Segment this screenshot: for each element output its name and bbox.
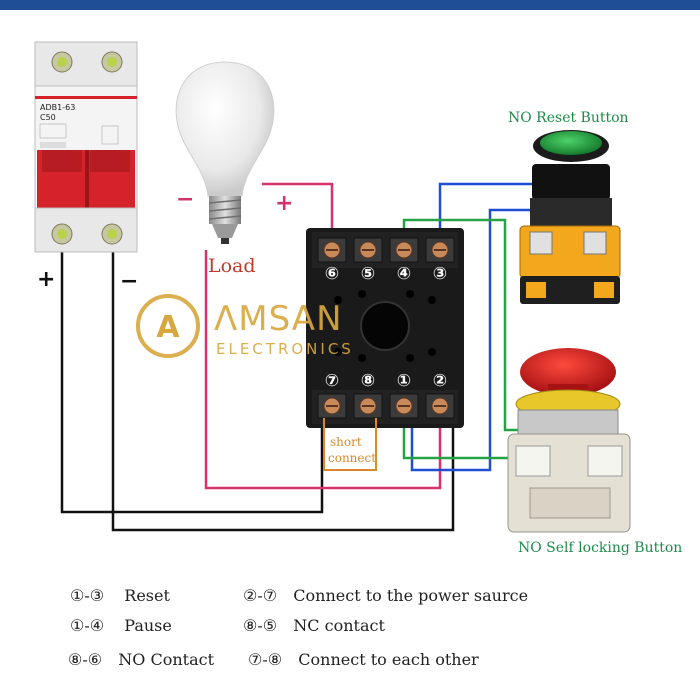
legend-text: NC contact — [293, 616, 385, 635]
light-bulb-icon — [175, 61, 275, 244]
breaker-minus-sign: − — [120, 269, 138, 294]
bottom-screw-terminals — [317, 393, 455, 419]
top-bar — [0, 0, 700, 10]
breaker-plus-sign: + — [37, 267, 55, 292]
terminal-label-6: ⑥ — [325, 264, 339, 284]
watermark-name: ΛMSAN — [214, 299, 343, 339]
amsan-watermark: A ΛMSAN ELECTRONICS — [136, 294, 354, 358]
legend-pair: ⑧-⑤ — [243, 616, 278, 635]
load-label: Load — [208, 255, 256, 277]
green-wire-1 — [402, 418, 520, 460]
terminal-label-4: ④ — [397, 264, 411, 284]
pink-wire-load-plus — [262, 182, 334, 232]
load-minus-sign: − — [176, 187, 194, 212]
green-push-button-icon — [519, 130, 621, 304]
legend-text: Reset — [124, 586, 170, 605]
legend-item-reset: ①-③ Reset — [70, 586, 170, 605]
amsan-logo-icon — [136, 294, 200, 358]
legend-item-connect-each-other: ⑦-⑧ Connect to each other — [248, 650, 479, 669]
terminal-label-2: ② — [433, 371, 447, 391]
legend-item-no-contact: ⑧-⑥ NO Contact — [68, 650, 214, 669]
red-mushroom-button-icon — [507, 348, 631, 533]
legend-pair: ①-③ — [70, 586, 105, 605]
green-wire-4 — [402, 218, 520, 432]
terminal-legend: ①-③ Reset ②-⑦ Connect to the power saurc… — [0, 580, 700, 700]
legend-pair: ①-④ — [70, 616, 105, 635]
legend-item-pause: ①-④ Pause — [70, 616, 172, 635]
legend-item-nc-contact: ⑧-⑤ NC contact — [243, 616, 385, 635]
terminal-label-3: ③ — [433, 264, 447, 284]
legend-pair: ⑦-⑧ — [248, 650, 283, 669]
pink-wire-load-minus — [204, 250, 442, 490]
breaker-model: ADB1-63 — [40, 103, 75, 112]
no-reset-button-label: NO Reset Button — [508, 110, 629, 126]
terminal-label-7: ⑦ — [325, 371, 339, 391]
load-plus-sign: + — [275, 191, 293, 216]
terminal-label-1: ① — [397, 371, 411, 391]
terminal-label-8: ⑧ — [361, 371, 375, 391]
watermark-mark: A — [156, 310, 180, 345]
watermark-sub: ELECTRONICS — [216, 340, 354, 358]
legend-item-power-source: ②-⑦ Connect to the power saurce — [243, 586, 528, 605]
legend-text: NO Contact — [118, 650, 215, 669]
terminal-label-5: ⑤ — [361, 264, 375, 284]
wiring-diagram: ADB1-63 C50 + − − + Load — [34, 41, 682, 556]
relay-socket-base: ⑥ ⑤ ④ ③ ⑦ ⑧ ① ② — [306, 228, 464, 428]
legend-pair: ②-⑦ — [243, 586, 278, 605]
black-wire-minus — [111, 250, 455, 532]
blue-wire-1 — [410, 208, 530, 472]
legend-text: Connect to the power saurce — [293, 586, 529, 605]
short-connect-label-line2: connect — [328, 451, 376, 465]
circuit-breaker: ADB1-63 C50 — [34, 41, 138, 253]
legend-text: Connect to each other — [298, 650, 479, 669]
legend-pair: ⑧-⑥ — [68, 650, 103, 669]
top-screw-terminals — [317, 237, 455, 263]
black-wire-plus — [60, 250, 324, 514]
blue-wire-3 — [438, 182, 535, 232]
wires — [60, 182, 535, 532]
breaker-rating: C50 — [40, 113, 56, 122]
short-connect-jumper: short connect — [323, 418, 377, 471]
short-connect-label-line1: short — [330, 435, 362, 449]
legend-text: Pause — [124, 616, 172, 635]
no-self-locking-button-label: NO Self locking Button — [518, 540, 682, 556]
